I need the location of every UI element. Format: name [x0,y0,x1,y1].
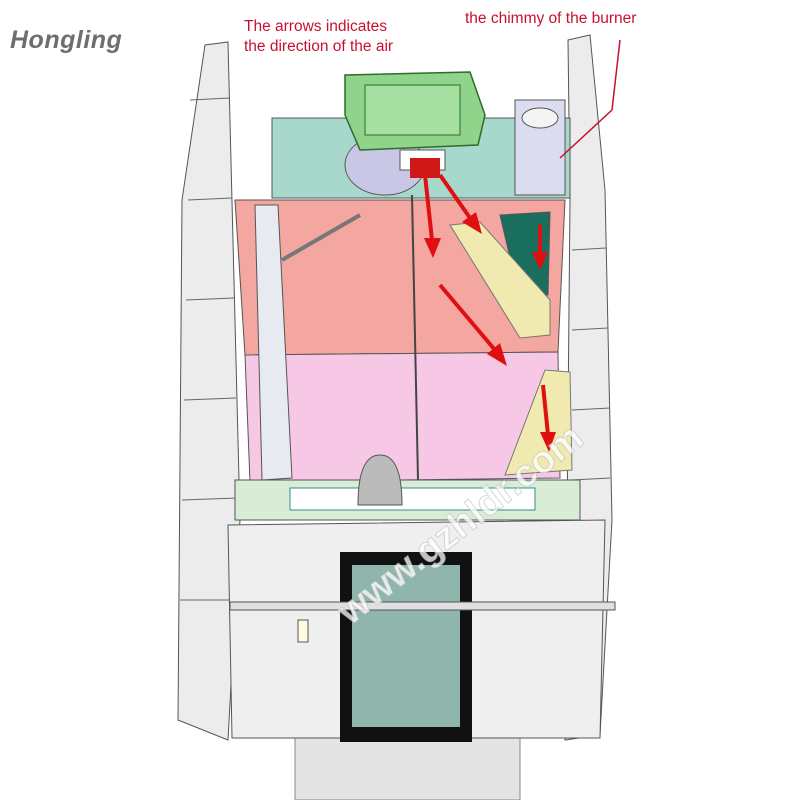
air-direction-arrows [423,173,556,452]
dome-sensor [357,454,403,506]
support-pillar [254,204,293,481]
chimney-label: the chimmy of the burner [465,10,637,27]
air-label-line-2: the direction of the air [244,38,394,55]
air-direction-label: The arrows indicates the direction of th… [244,17,393,57]
window-glass [352,565,460,727]
pedestal [294,734,521,800]
heater-tube-lower [504,369,573,476]
handle-rail [229,601,616,611]
air-label-line-1: The arrows indicates [244,18,388,35]
hongling-logo: Hongling [10,26,123,54]
left-wall [177,41,241,741]
chimney-pointer-line [611,39,621,111]
door-latch [297,619,309,643]
lower-floor [244,351,561,483]
